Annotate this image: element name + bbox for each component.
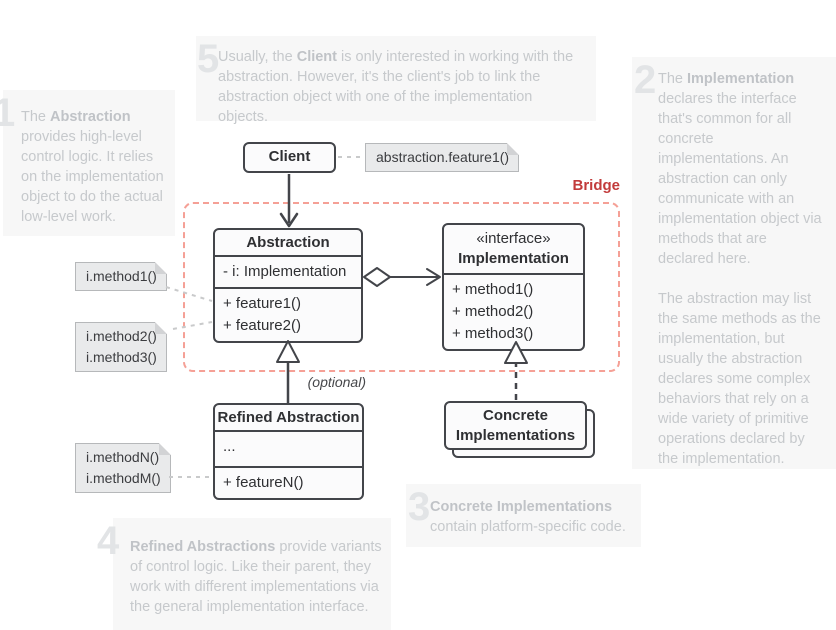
- annotation-2-prefix: The: [658, 71, 688, 87]
- note-method3-line: i.method3(): [86, 349, 157, 365]
- note-method1: i.method1(): [75, 262, 167, 291]
- annotation-1-box: [3, 90, 175, 236]
- annotation-4-text: Refined Abstractions provide variants of…: [130, 537, 386, 617]
- annotation-4-box: [113, 518, 391, 630]
- concrete-implementations-line-1: Concrete: [482, 407, 549, 424]
- implementation-interface-title: «interface» Implementation: [444, 225, 583, 273]
- abstraction-class-title: Abstraction: [246, 234, 330, 251]
- implementation-interface: «interface» Implementation + method1() +…: [442, 223, 585, 351]
- implementation-method-2: + method2(): [452, 303, 534, 320]
- annotation-2-paragraph-1: The Implementation declares the interfac…: [658, 69, 826, 269]
- annotation-5-bold: Client: [296, 49, 337, 65]
- annotation-5-number: 5: [197, 37, 219, 81]
- annotation-2-suffix: declares the interface that's common for…: [658, 91, 822, 267]
- refined-abstraction-methods: + featureN(): [215, 466, 362, 498]
- refined-abstraction-class: Refined Abstraction ... + featureN(): [213, 403, 364, 500]
- annotation-1-bold: Abstraction: [50, 109, 131, 125]
- annotation-1-number: 1: [0, 91, 15, 135]
- client-note: abstraction.feature1(): [365, 143, 520, 172]
- optional-label: (optional): [307, 374, 366, 390]
- note-method2-3: i.method2() i.method3(): [75, 322, 167, 372]
- refined-abstraction-fields: ...: [215, 430, 362, 466]
- annotation-5-text: Usually, the Client is only interested i…: [218, 47, 582, 127]
- annotation-5-suffix: is only interested in working with the a…: [218, 49, 574, 125]
- annotation-1-text: The Abstraction provides high-level cont…: [21, 107, 172, 227]
- implementation-method-3: + method3(): [452, 325, 534, 342]
- note-method1-line: i.method1(): [86, 268, 157, 284]
- concrete-implementations-class: Concrete Implementations: [444, 401, 587, 450]
- annotation-1-suffix: provides high-level control logic. It re…: [21, 129, 164, 225]
- interface-stereotype: «interface»: [476, 230, 551, 247]
- note-method2-line: i.method2(): [86, 328, 157, 344]
- annotation-1-prefix: The: [21, 109, 51, 125]
- annotation-5-box: [196, 36, 596, 121]
- implementation-method-1: + method1(): [452, 281, 534, 298]
- abstraction-method-1: + feature1(): [223, 295, 301, 312]
- annotation-4-suffix: provide variants of control logic. Like …: [130, 539, 382, 615]
- annotation-2-bold: Implementation: [687, 71, 795, 87]
- note-methodM-line: i.methodM(): [86, 470, 161, 486]
- annotation-2-text: The Implementation declares the interfac…: [658, 69, 826, 469]
- abstraction-method-2: + feature2(): [223, 317, 301, 334]
- abstraction-methods: + feature1() + feature2(): [215, 287, 361, 341]
- annotation-3-suffix: contain platform-specific code.: [430, 519, 626, 535]
- abstraction-field: - i: Implementation: [223, 263, 347, 280]
- annotation-3-box: [406, 484, 641, 547]
- client-class: Client: [243, 142, 336, 173]
- client-note-line: abstraction.feature1(): [376, 149, 510, 165]
- refined-abstraction-field: ...: [223, 438, 236, 455]
- refined-abstraction-title: Refined Abstraction: [217, 409, 360, 426]
- abstraction-fields: - i: Implementation: [215, 255, 361, 287]
- annotation-3-bold: Concrete Implementations: [430, 499, 613, 515]
- refined-abstraction-method: + featureN(): [223, 474, 304, 491]
- implementation-methods: + method1() + method2() + method3(): [444, 273, 583, 349]
- annotation-2-number: 2: [634, 58, 656, 102]
- bridge-label: Bridge: [572, 177, 620, 194]
- annotation-2-paragraph-2: The abstraction may list the same method…: [658, 291, 821, 467]
- note-methodN-line: i.methodN(): [86, 449, 160, 465]
- annotation-4-number: 4: [97, 519, 119, 563]
- annotation-3-number: 3: [408, 485, 430, 529]
- implementation-title-text: Implementation: [458, 250, 569, 267]
- annotation-3-text: Concrete Implementations contain platfor…: [430, 497, 635, 537]
- concrete-implementations-line-2: Implementations: [455, 427, 576, 444]
- abstraction-class: Abstraction - i: Implementation + featur…: [213, 228, 363, 343]
- annotation-2-box: [632, 57, 836, 469]
- annotation-5-prefix: Usually, the: [218, 49, 297, 65]
- annotation-4-bold: Refined Abstractions: [130, 539, 276, 555]
- note-methodN-M: i.methodN() i.methodM(): [75, 443, 171, 493]
